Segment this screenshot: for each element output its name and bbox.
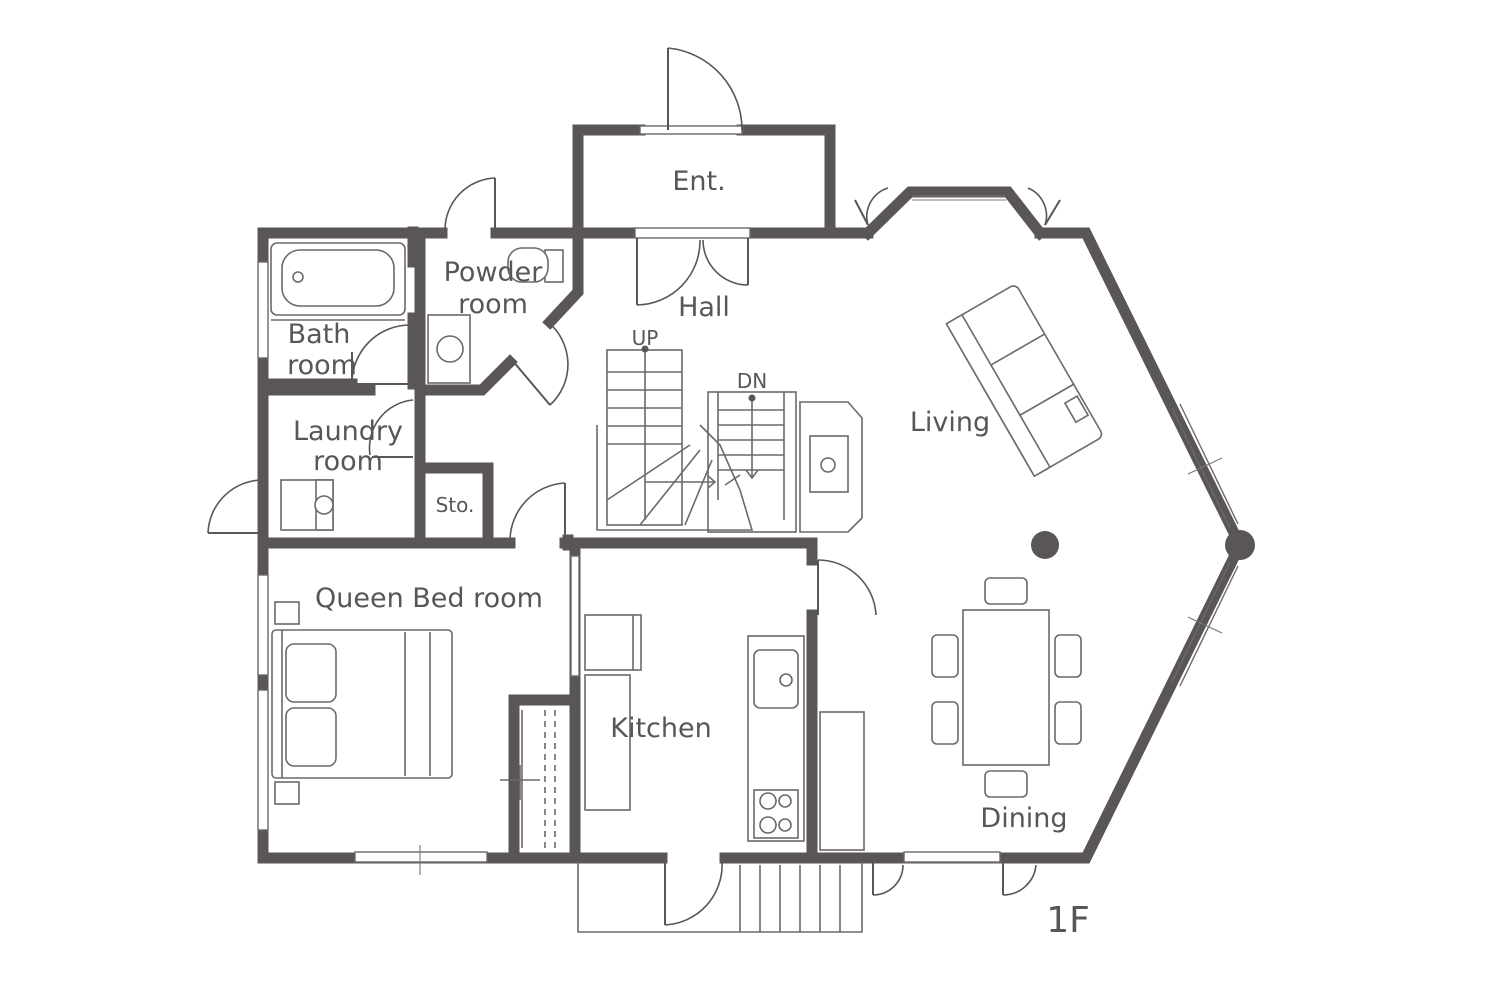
stairs-up-label: UP <box>632 326 659 350</box>
walls <box>257 124 1247 864</box>
powder-door <box>444 177 496 233</box>
dining-window-south <box>903 851 1001 863</box>
dining-window-east <box>1171 561 1231 683</box>
bay-window-wall <box>860 186 1048 241</box>
queen-bed <box>271 601 453 805</box>
queen-bedroom-label: Queen Bed room <box>315 583 543 614</box>
storage-label: Sto. <box>436 493 475 517</box>
powder-hall-door <box>511 321 569 406</box>
kitchen-door <box>817 559 877 616</box>
bath-label-line1: Bath <box>288 319 351 350</box>
powder-sink <box>427 314 471 384</box>
closet-rod <box>500 710 556 848</box>
entrance-wall <box>572 124 646 239</box>
outer-wall-east <box>874 227 1247 864</box>
powder-label-line1: Powder <box>444 257 544 288</box>
laundry-label-line1: Laundry <box>293 416 403 447</box>
entrance-door <box>667 47 743 131</box>
stairs-down-label: DN <box>737 369 767 393</box>
stair-door <box>509 482 566 543</box>
laundry-door <box>368 399 414 458</box>
dining-label: Dining <box>980 803 1067 834</box>
bed-window-2 <box>257 689 269 831</box>
dining-table <box>931 577 1082 798</box>
outer-wall-west <box>257 227 448 544</box>
bay-window <box>854 186 1061 241</box>
bath-window <box>257 261 269 359</box>
bathtub <box>270 242 406 321</box>
laundry-label-line2: room <box>313 446 383 477</box>
entrance-wall-2 <box>736 124 836 234</box>
fridge <box>584 614 642 671</box>
bath-label-line2: room <box>287 350 357 381</box>
bath-door <box>351 324 411 385</box>
dining-cabinet <box>819 711 865 851</box>
kitchen-counter <box>747 635 805 842</box>
column <box>1031 531 1059 559</box>
stairs <box>596 345 797 533</box>
hall-door-glass <box>634 227 751 239</box>
labels: Ent. Hall Powder room Bath room Laundry … <box>287 166 1090 941</box>
dining-ext-door <box>872 862 1037 896</box>
doors <box>207 47 1037 926</box>
powder-wall-diag-2 <box>542 227 584 330</box>
living-label: Living <box>910 407 990 438</box>
fixtures <box>270 242 1255 851</box>
washing-machine <box>280 479 334 531</box>
storage-wall <box>414 462 494 544</box>
hall-door <box>636 238 749 306</box>
bed-kitchen-glass <box>570 555 580 677</box>
fireplace <box>799 401 863 533</box>
entrance-door-frame <box>639 125 743 135</box>
kitchen-label: Kitchen <box>610 713 711 744</box>
entrance-label: Ent. <box>672 166 725 197</box>
windows <box>257 125 1239 875</box>
hall-label: Hall <box>678 292 730 323</box>
floor-label: 1F <box>1046 900 1090 941</box>
toilet <box>507 247 564 283</box>
powder-label-line2: room <box>458 289 528 320</box>
corner-column <box>1225 530 1255 560</box>
bed-window-south <box>354 851 488 863</box>
kitchen-ext-door <box>664 858 723 926</box>
powder-wall-diag <box>414 354 518 396</box>
sofa <box>945 285 1103 478</box>
exterior-steps <box>577 862 863 933</box>
closet-wall <box>508 694 574 861</box>
laundry-ext-door <box>207 479 264 538</box>
bed-window-1 <box>257 574 269 676</box>
kitchen-island <box>584 674 631 811</box>
